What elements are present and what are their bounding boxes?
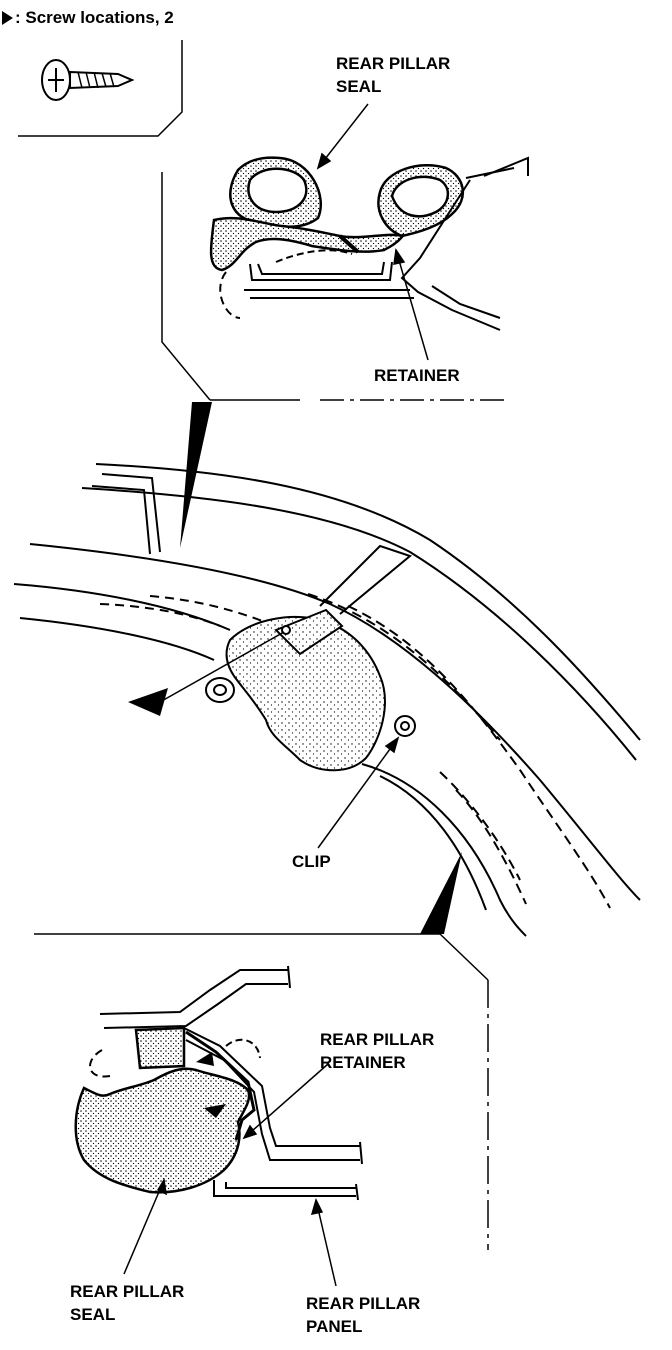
roof-and-pillar-body (13, 463, 641, 937)
screw-marker-leader (159, 631, 285, 703)
legend: : Screw locations, 2 (2, 8, 174, 28)
clip-label: CLIP (292, 852, 331, 871)
triangle-marker-icon (2, 11, 13, 25)
screw-fastener (205, 625, 291, 703)
bottom-panel-lines (89, 965, 363, 1201)
top-seal-label: REAR PILLAR SEAL (336, 54, 451, 96)
top-detail-leader-wedge (180, 402, 212, 548)
screw-icon (41, 59, 135, 101)
top-retainer-label: RETAINER (374, 366, 460, 385)
bottom-callout-leaders (123, 1063, 337, 1287)
screw-location-marker-icon (128, 688, 168, 716)
top-retainer-channel (219, 156, 529, 331)
pillar-trim-flange (274, 608, 344, 656)
bottom-panel-label: REAR PILLAR PANEL (306, 1294, 421, 1336)
bottom-retainer-bracket (185, 1030, 256, 1141)
bottom-seal-cross-section (74, 1067, 251, 1194)
top-seal-cross-section (209, 156, 465, 272)
bottom-seal-arrow (196, 1052, 226, 1118)
legend-text: : Screw locations, 2 (15, 8, 174, 27)
bottom-detail-frame (34, 933, 489, 1250)
clip-fastener (394, 715, 416, 737)
bottom-detail-leader-wedge (420, 852, 462, 934)
top-detail-frame (161, 172, 510, 401)
bottom-seal-label: REAR PILLAR SEAL (70, 1282, 185, 1324)
legend-box-border (18, 40, 183, 137)
bottom-seal-lip (134, 1026, 186, 1070)
top-callout-leaders (316, 103, 429, 361)
bottom-retainer-label: REAR PILLAR RETAINER (320, 1030, 435, 1072)
clip-callout-leader (317, 736, 400, 849)
